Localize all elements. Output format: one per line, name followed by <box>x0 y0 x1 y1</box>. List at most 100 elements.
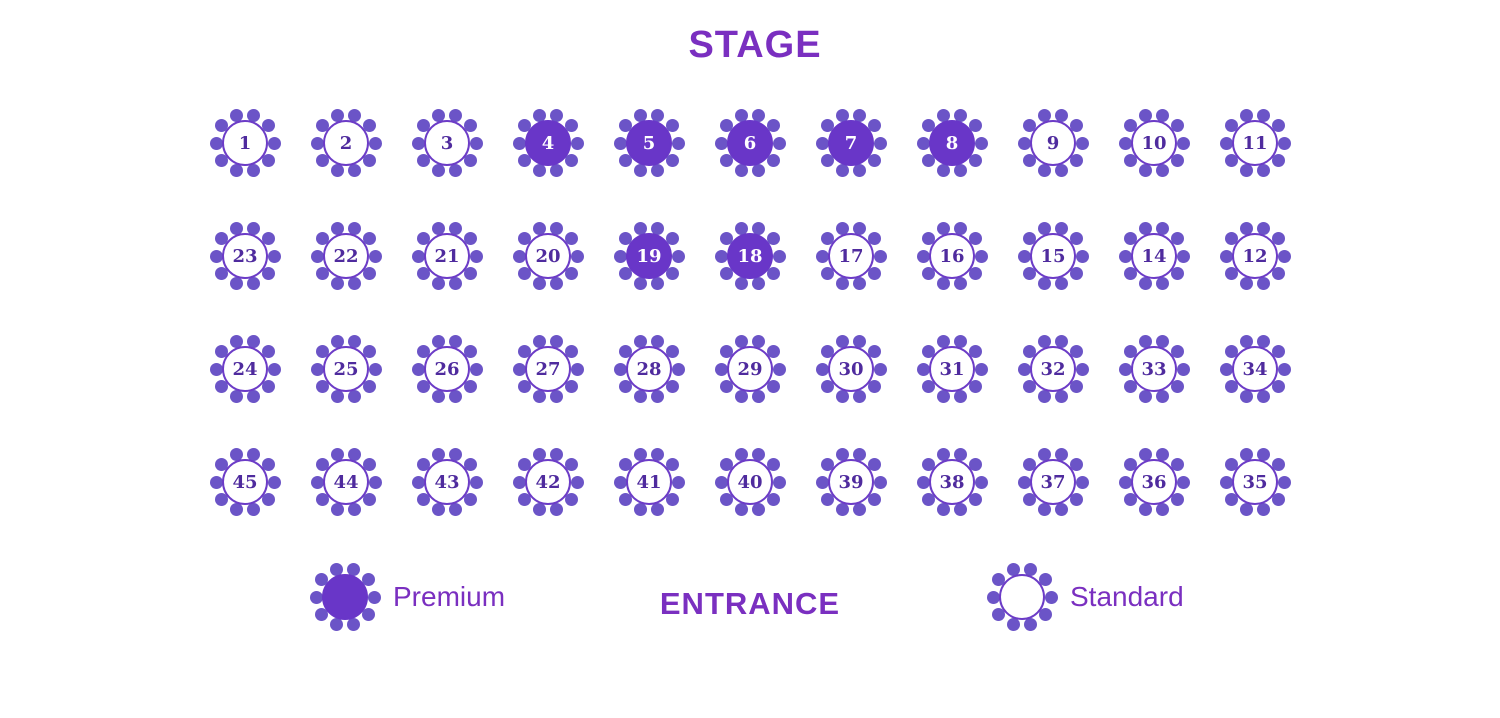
chair-dot <box>463 379 477 393</box>
chair-dot <box>310 362 324 376</box>
chair-dot <box>853 390 867 404</box>
chair-dot <box>968 492 982 506</box>
chair-dot <box>229 164 243 178</box>
table-20[interactable]: 20 <box>512 220 584 292</box>
table-15[interactable]: 15 <box>1017 220 1089 292</box>
table-40[interactable]: 40 <box>714 446 786 518</box>
chair-dot <box>772 249 786 263</box>
table-32[interactable]: 32 <box>1017 333 1089 405</box>
chair-dot <box>665 458 679 472</box>
chair-dot <box>1024 618 1038 632</box>
table-8[interactable]: 8 <box>916 107 988 179</box>
chair-dot <box>1219 136 1233 150</box>
chair-dot <box>1239 108 1253 122</box>
table-30[interactable]: 30 <box>815 333 887 405</box>
table-6[interactable]: 6 <box>714 107 786 179</box>
chair-dot <box>1075 249 1089 263</box>
chair-dot <box>532 108 546 122</box>
chair-dot <box>550 164 564 178</box>
chair-dot <box>936 221 950 235</box>
table-circle-standard: 20 <box>525 233 571 279</box>
chair-dot <box>954 334 968 348</box>
table-5[interactable]: 5 <box>613 107 685 179</box>
chair-dot <box>1225 119 1239 133</box>
chair-dot <box>772 362 786 376</box>
table-29[interactable]: 29 <box>714 333 786 405</box>
table-38[interactable]: 38 <box>916 446 988 518</box>
table-21[interactable]: 21 <box>411 220 483 292</box>
table-44[interactable]: 44 <box>310 446 382 518</box>
table-34[interactable]: 34 <box>1219 333 1291 405</box>
table-28[interactable]: 28 <box>613 333 685 405</box>
table-19[interactable]: 19 <box>613 220 685 292</box>
chair-dot <box>936 108 950 122</box>
chair-dot <box>1124 232 1138 246</box>
chair-dot <box>752 503 766 517</box>
chair-dot <box>619 345 633 359</box>
table-25[interactable]: 25 <box>310 333 382 405</box>
table-11[interactable]: 11 <box>1219 107 1291 179</box>
table-33[interactable]: 33 <box>1118 333 1190 405</box>
table-45[interactable]: 45 <box>209 446 281 518</box>
table-16[interactable]: 16 <box>916 220 988 292</box>
chair-dot <box>411 136 425 150</box>
table-27[interactable]: 27 <box>512 333 584 405</box>
chair-dot <box>361 573 375 587</box>
chair-dot <box>922 119 936 133</box>
table-41[interactable]: 41 <box>613 446 685 518</box>
chair-dot <box>417 345 431 359</box>
chair-dot <box>215 232 229 246</box>
chair-dot <box>1170 266 1184 280</box>
chair-dot <box>411 475 425 489</box>
chair-dot <box>330 221 344 235</box>
chair-dot <box>835 390 849 404</box>
table-22[interactable]: 22 <box>310 220 382 292</box>
table-26[interactable]: 26 <box>411 333 483 405</box>
table-number: 25 <box>333 358 359 380</box>
chair-dot <box>1170 492 1184 506</box>
chair-dot <box>954 164 968 178</box>
chair-dot <box>936 390 950 404</box>
table-12[interactable]: 12 <box>1219 220 1291 292</box>
table-number: 40 <box>737 471 763 493</box>
chair-dot <box>348 334 362 348</box>
table-number: 14 <box>1141 245 1167 267</box>
chair-dot <box>619 458 633 472</box>
table-1[interactable]: 1 <box>209 107 281 179</box>
chair-dot <box>853 334 867 348</box>
table-43[interactable]: 43 <box>411 446 483 518</box>
table-42[interactable]: 42 <box>512 446 584 518</box>
table-2[interactable]: 2 <box>310 107 382 179</box>
table-17[interactable]: 17 <box>815 220 887 292</box>
table-14[interactable]: 14 <box>1118 220 1190 292</box>
chair-dot <box>1038 607 1052 621</box>
table-4[interactable]: 4 <box>512 107 584 179</box>
chair-dot <box>564 153 578 167</box>
table-37[interactable]: 37 <box>1017 446 1089 518</box>
table-10[interactable]: 10 <box>1118 107 1190 179</box>
chair-dot <box>209 475 223 489</box>
table-31[interactable]: 31 <box>916 333 988 405</box>
chair-dot <box>853 447 867 461</box>
chair-dot <box>532 390 546 404</box>
table-circle-standard: 42 <box>525 459 571 505</box>
table-24[interactable]: 24 <box>209 333 281 405</box>
table-35[interactable]: 35 <box>1219 446 1291 518</box>
chair-dot <box>1118 136 1132 150</box>
table-3[interactable]: 3 <box>411 107 483 179</box>
table-39[interactable]: 39 <box>815 446 887 518</box>
table-36[interactable]: 36 <box>1118 446 1190 518</box>
table-9[interactable]: 9 <box>1017 107 1089 179</box>
table-7[interactable]: 7 <box>815 107 887 179</box>
chair-dot <box>215 119 229 133</box>
table-18[interactable]: 18 <box>714 220 786 292</box>
table-circle-standard: 28 <box>626 346 672 392</box>
chair-dot <box>936 277 950 291</box>
chair-dot <box>671 362 685 376</box>
chair-dot <box>821 458 835 472</box>
table-number: 41 <box>636 471 662 493</box>
chair-dot <box>1170 232 1184 246</box>
chair-dot <box>752 390 766 404</box>
table-23[interactable]: 23 <box>209 220 281 292</box>
